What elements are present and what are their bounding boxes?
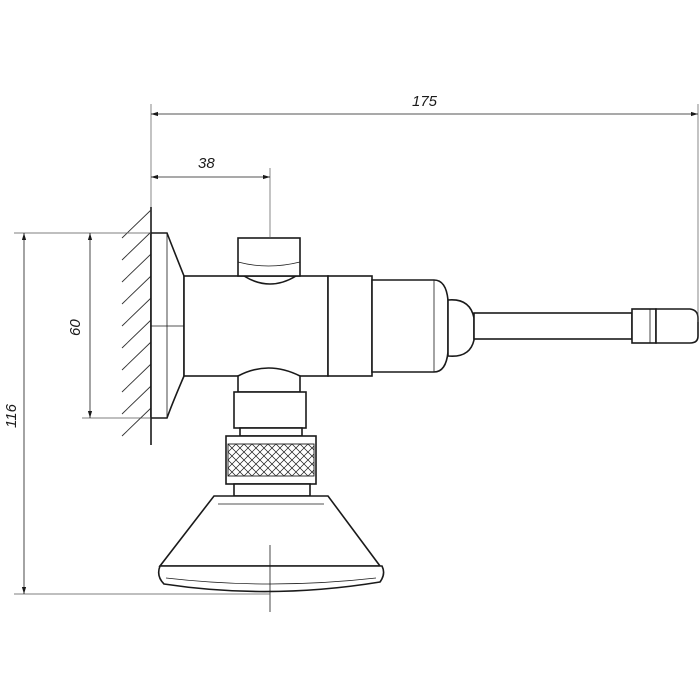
dimension-label-38: 38 [198,155,215,172]
bell-cap [157,495,385,612]
wall-flange [150,232,188,419]
outlet-tube [447,299,699,357]
dimension-60: 60 [67,232,151,419]
dimension-38: 38 [151,155,271,238]
valve-body [183,275,449,377]
lower-connection [225,367,317,497]
top-cap [237,237,301,285]
dimension-label-175: 175 [412,93,438,110]
wall-section [121,207,152,445]
dimension-label-60: 60 [67,319,84,336]
dimension-116: 116 [3,232,270,595]
dimension-175: 175 [150,93,699,322]
dimension-label-116: 116 [3,403,20,428]
